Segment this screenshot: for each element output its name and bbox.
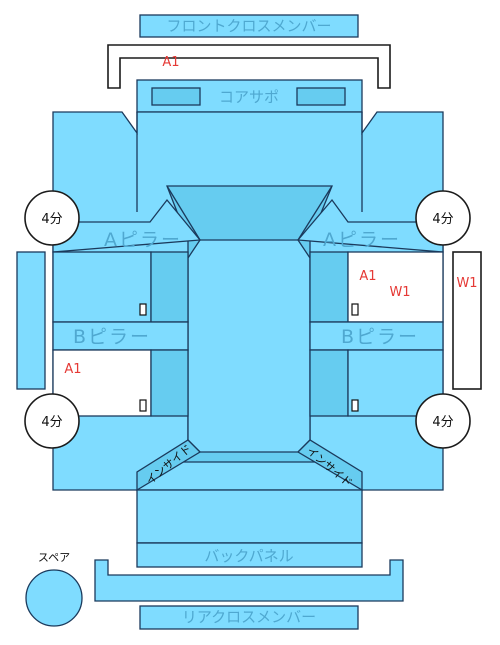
quarter-circle-rear-left-label: 4分 [41, 415, 62, 430]
a-pillar-right[interactable] [296, 198, 444, 253]
b-pillar-right-label: Bピラー [341, 326, 419, 348]
quarter-circle-front-left-label: 4分 [41, 212, 62, 227]
right-rear-handle [351, 399, 359, 412]
core-support-label: コアサポ [219, 88, 279, 106]
rear-bumper[interactable] [94, 559, 404, 602]
right-front-sill [309, 251, 349, 323]
right-rear-sill [309, 349, 349, 417]
front-damage-mark: A1 [162, 55, 179, 70]
left-front-door[interactable] [52, 251, 152, 323]
left-front-handle [139, 303, 147, 316]
right-front-door-mark-w: W1 [389, 285, 410, 300]
front-cross-member-label: フロントクロスメンバー [166, 17, 331, 35]
quarter-circle-rear-left[interactable]: 4分 [24, 393, 80, 449]
core-support-left-box [151, 87, 201, 106]
right-side-panel[interactable] [452, 251, 482, 390]
right-front-handle [351, 303, 359, 316]
cabin-line-tl [166, 185, 201, 241]
quarter-circle-front-right-label: 4分 [432, 212, 453, 227]
left-front-sill [150, 251, 189, 323]
quarter-circle-rear-right-label: 4分 [432, 415, 453, 430]
left-rear-sill [150, 349, 189, 417]
a-pillar-right-label: Aピラー [323, 229, 401, 251]
quarter-circle-front-left[interactable]: 4分 [24, 190, 80, 246]
back-panel[interactable] [136, 542, 363, 568]
cabin-line-tr [297, 185, 333, 241]
front-bumper-outline[interactable] [107, 44, 391, 89]
spare-tire[interactable] [25, 569, 83, 627]
core-support-right-box [296, 87, 346, 106]
spare-label: スペア [38, 551, 70, 564]
left-side-panel[interactable] [16, 251, 46, 390]
right-front-door[interactable] [347, 251, 444, 323]
quarter-circle-front-right[interactable]: 4分 [415, 190, 471, 246]
a-pillar-left-label: Aピラー [104, 229, 182, 251]
cabin-floor[interactable] [187, 239, 311, 453]
rear-cross-member[interactable] [139, 605, 359, 630]
trunk-panel[interactable] [136, 489, 363, 544]
a-pillar-left[interactable] [52, 198, 202, 253]
right-side-mark: W1 [456, 276, 477, 291]
left-rear-door-mark: A1 [64, 362, 81, 377]
back-panel-label: バックパネル [204, 547, 293, 565]
left-rear-handle [139, 399, 147, 412]
quarter-circle-rear-right[interactable]: 4分 [415, 393, 471, 449]
b-pillar-right[interactable] [309, 321, 444, 351]
right-front-door-mark-a: A1 [359, 269, 376, 284]
rear-cross-member-label: リアクロスメンバー [182, 608, 316, 626]
front-cross-member[interactable] [139, 14, 359, 38]
b-pillar-left[interactable] [52, 321, 189, 351]
b-pillar-left-label: Bピラー [73, 326, 151, 348]
